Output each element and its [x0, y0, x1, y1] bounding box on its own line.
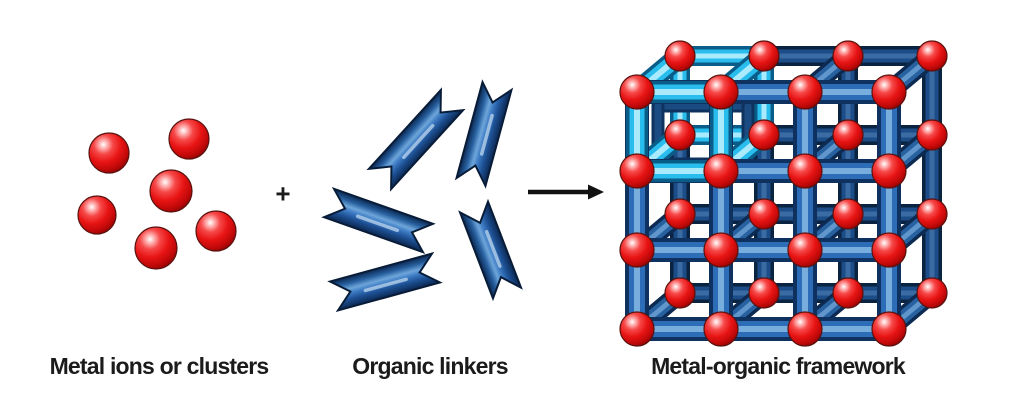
framework-front-spheres: [619, 74, 907, 347]
plus-sign: +: [275, 178, 291, 209]
framework-back-spheres: [664, 40, 948, 309]
mof-framework: [619, 40, 948, 347]
metal-ions-cluster: [77, 118, 237, 270]
reaction-arrow: [528, 184, 604, 200]
organic-linkers-group: [321, 79, 523, 313]
mof-label: Metal-organic framework: [651, 353, 906, 379]
metal-ions-label: Metal ions or clusters: [49, 353, 270, 379]
organic-linkers-label: Organic linkers: [352, 353, 508, 379]
